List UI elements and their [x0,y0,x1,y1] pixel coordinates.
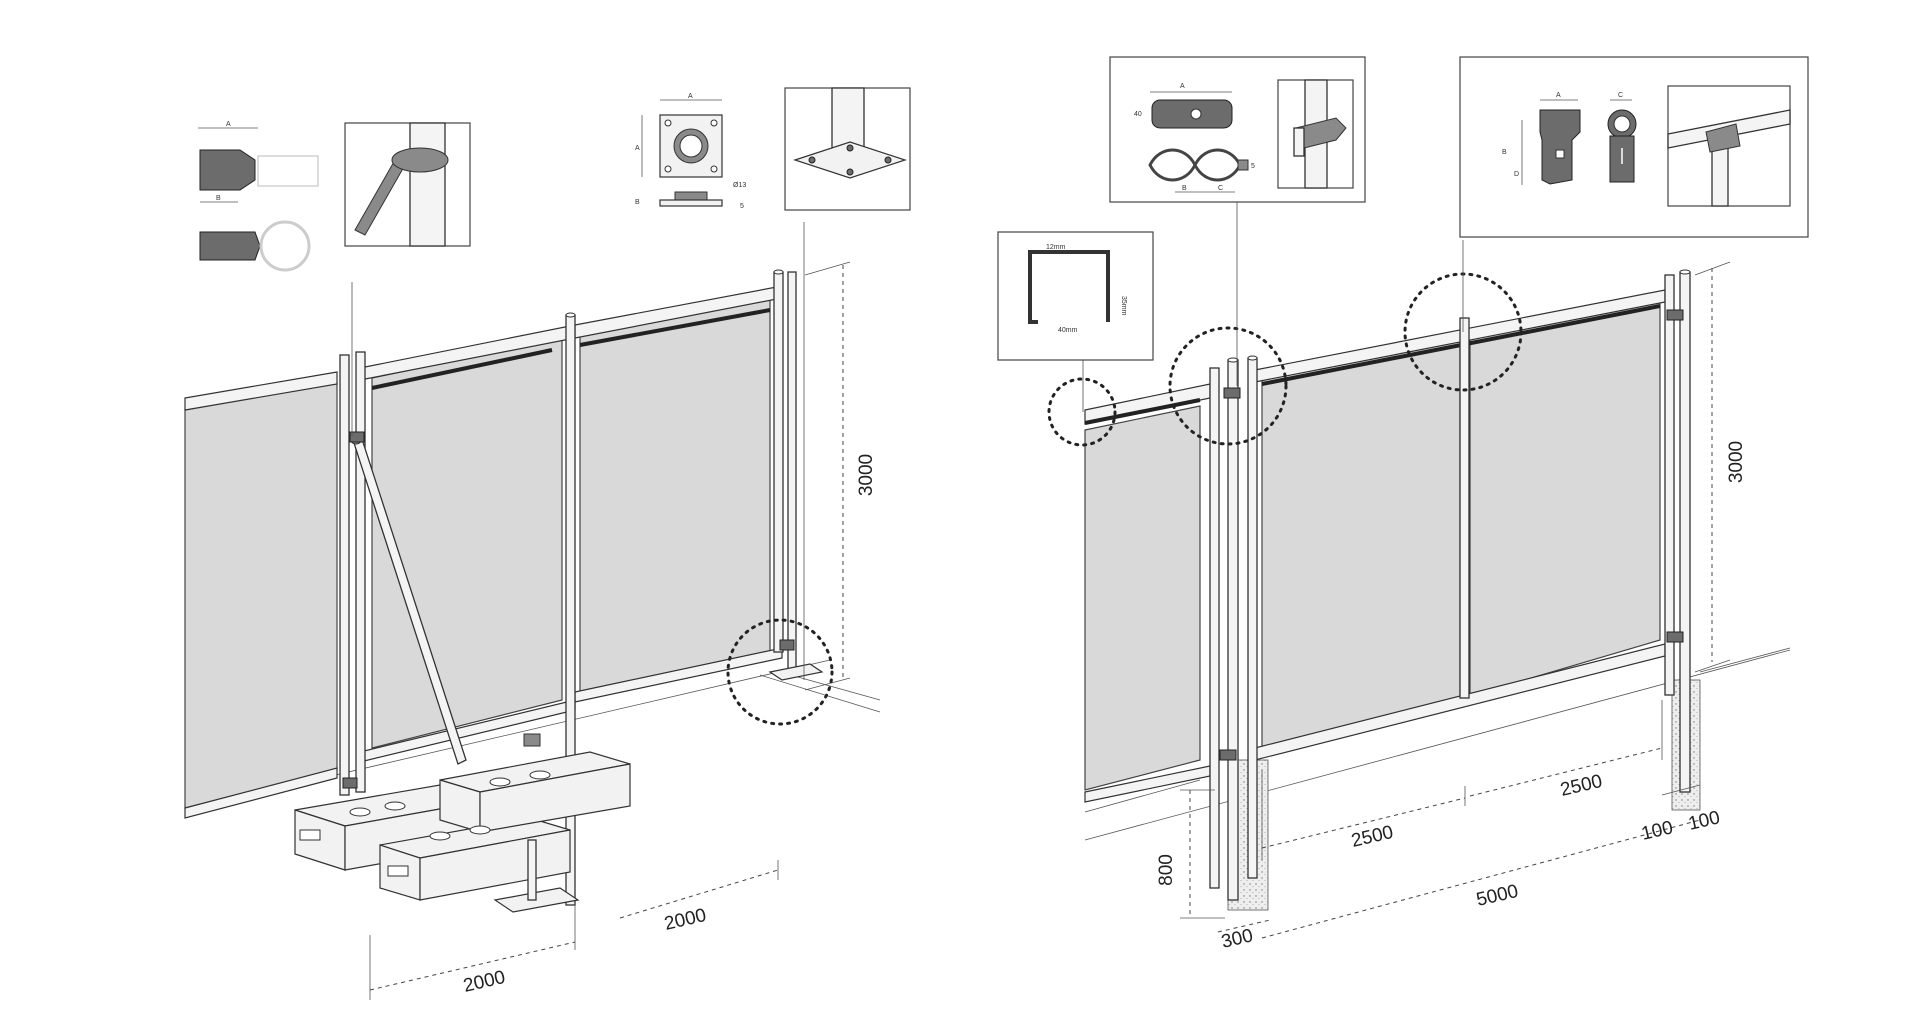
right-fence-assembly: 3000 800 300 2500 2500 5000 100 100 [1047,200,1791,953]
svg-text:A: A [226,121,231,128]
right-offset-b-label: 100 [1686,807,1722,835]
right-bay1-label: 2500 [1349,822,1395,852]
clamp-callout [1168,326,1288,446]
tee-connector-icon: A B D C [1459,56,1809,238]
svg-text:B: B [635,199,640,206]
left-height-label: 3000 [856,454,877,496]
left-post-right [773,269,797,673]
left-post-pair [339,351,366,796]
svg-text:5: 5 [1251,163,1255,170]
left-width-label-front: 2000 [461,967,507,997]
svg-text:5: 5 [740,203,744,210]
right-panel-2 [1261,339,1461,753]
svg-text:40mm: 40mm [1058,327,1078,334]
left-height-dimension: 3000 [804,261,877,691]
left-panel-1 [184,371,338,809]
right-height-dimension: 3000 [1694,261,1747,673]
svg-text:B: B [216,195,221,202]
svg-text:C: C [1618,92,1623,99]
right-post-group-right [1664,269,1691,793]
left-base-callout [726,618,834,726]
left-base-plate [493,733,580,913]
svg-text:40: 40 [1134,111,1142,118]
channel-profile-icon: 12mm 35mm 40mm [997,231,1154,361]
svg-text:D: D [1514,171,1519,178]
right-depth-label: 800 [1156,854,1177,886]
left-width-label-back: 2000 [662,905,708,935]
right-panel-3 [1469,299,1661,697]
profile-callout [1047,377,1117,447]
svg-text:Ø13: Ø13 [733,182,746,189]
right-post-group-left [1209,355,1258,901]
coupler-clamp-icon: A B [198,121,471,272]
svg-text:B: B [1182,185,1187,192]
right-panel-1 [1084,383,1211,803]
svg-text:A: A [1180,83,1185,90]
base-plate-icon: A A Ø13 B 5 [635,87,911,211]
right-depth-dimension: 800 300 [1156,789,1271,953]
svg-text:A: A [688,93,693,100]
svg-text:12mm: 12mm [1046,244,1066,251]
svg-text:A: A [635,145,640,152]
left-post-middle [565,312,576,906]
svg-text:C: C [1218,185,1223,192]
right-footing-label: 300 [1219,925,1255,953]
left-fence-assembly: 3000 2000 2000 [184,222,881,1000]
right-height-label: 3000 [1726,441,1747,483]
svg-text:A: A [1556,92,1561,99]
svg-text:B: B [1502,149,1507,156]
right-total-label: 5000 [1474,881,1520,911]
post-clamp-icon: A 40 5 B C [1109,56,1366,203]
svg-text:35mm: 35mm [1120,296,1127,316]
right-post-middle [1459,317,1470,699]
left-panel-3 [574,285,783,703]
left-concrete-blocks [294,751,631,901]
right-offset-a-label: 100 [1639,817,1675,845]
right-bay2-label: 2500 [1558,771,1604,801]
